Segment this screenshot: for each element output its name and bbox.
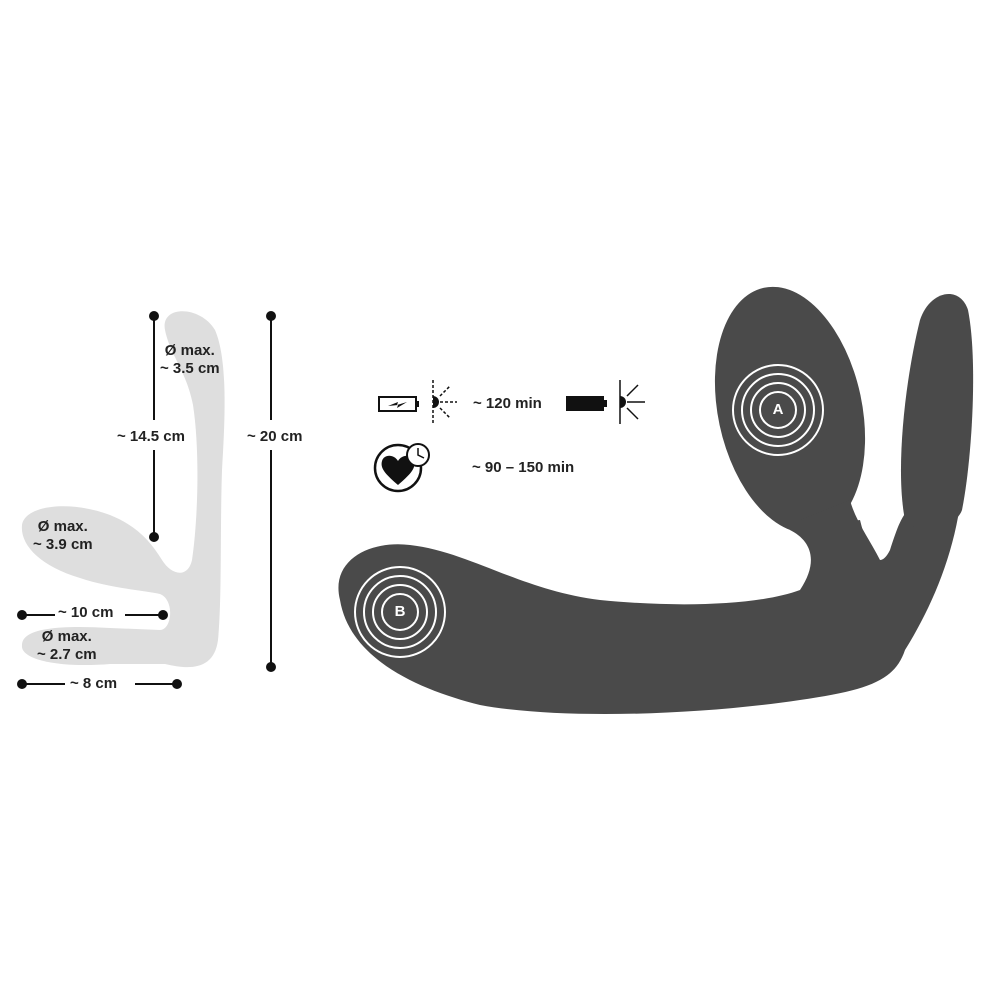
- light-blinking-icon: [432, 380, 457, 424]
- charge-time-label: ~ 120 min: [473, 395, 542, 412]
- dimension-lines: [17, 311, 276, 689]
- zone-a-rings: [732, 364, 824, 456]
- middle-length-label: ~ 10 cm: [58, 604, 114, 621]
- zone-b-rings: [354, 566, 446, 658]
- battery-full-icon: [566, 396, 607, 411]
- lower-diameter-label: Ø max. ~ 2.7 cm: [37, 628, 97, 664]
- light-on-icon: [619, 380, 645, 424]
- middle-diameter-line1: Ø max.: [37, 518, 88, 535]
- total-length-label: ~ 20 cm: [247, 428, 303, 445]
- dimension-silhouette: [21, 311, 225, 668]
- middle-diameter-line2: ~ 3.9 cm: [33, 536, 93, 553]
- tip-diameter-line2: ~ 3.5 cm: [160, 360, 220, 377]
- zone-b-label: B: [394, 603, 406, 620]
- upper-length-label: ~ 14.5 cm: [117, 428, 185, 445]
- tip-diameter-label: Ø max. ~ 3.5 cm: [160, 342, 220, 378]
- zone-a-label: A: [772, 401, 784, 418]
- middle-diameter-label: Ø max. ~ 3.9 cm: [33, 518, 93, 554]
- heart-clock-icon: [373, 443, 430, 493]
- lower-diameter-line2: ~ 2.7 cm: [37, 646, 97, 663]
- product-image: [338, 286, 974, 715]
- run-time-label: ~ 90 – 150 min: [472, 459, 575, 476]
- tip-diameter-line1: Ø max.: [164, 342, 215, 359]
- lower-length-label: ~ 8 cm: [70, 675, 118, 692]
- battery-charging-icon: [378, 396, 419, 412]
- lower-diameter-line1: Ø max.: [41, 628, 92, 645]
